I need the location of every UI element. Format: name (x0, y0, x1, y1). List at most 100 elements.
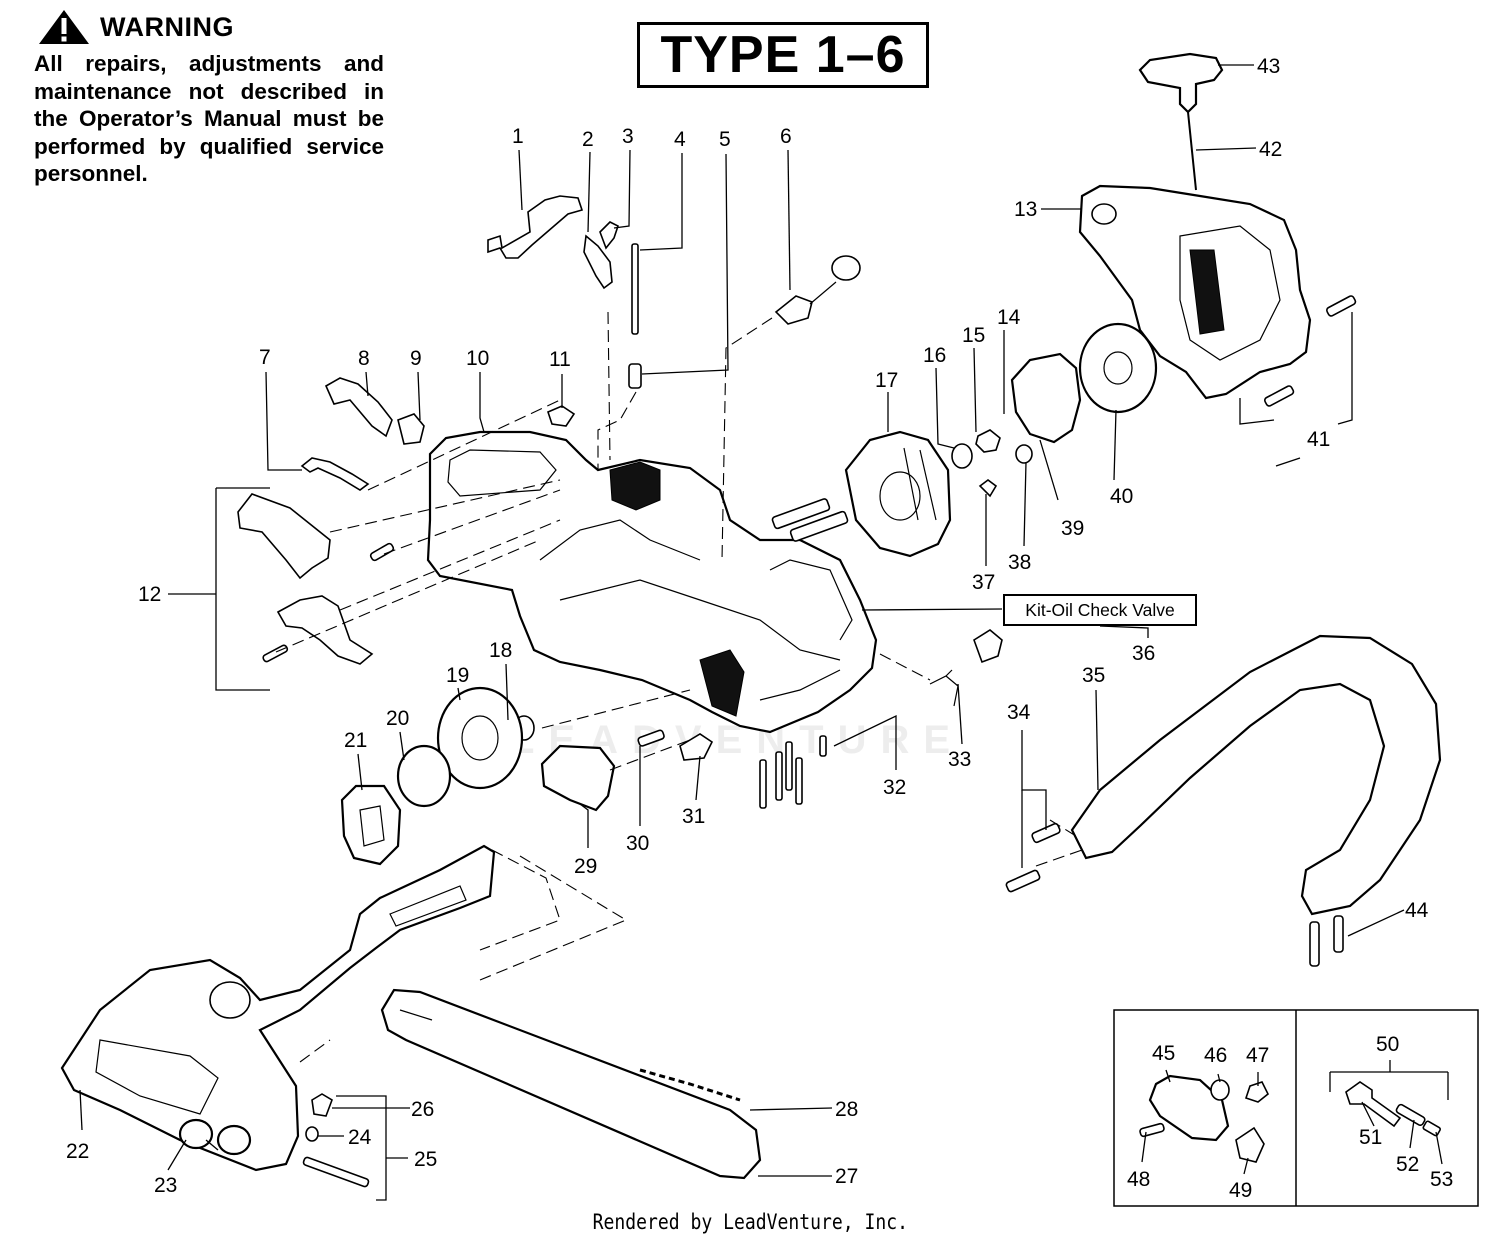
part-bolts-cylinder (771, 498, 849, 542)
callout-48: 48 (1127, 1168, 1150, 1191)
inset-frame (1113, 1009, 1479, 1207)
part-16-washer (951, 443, 973, 469)
part-10-detail-b (559, 579, 841, 661)
part-53-filter (1422, 1120, 1441, 1137)
part-22-clutch-cover (60, 844, 496, 1172)
part-37-spring (978, 479, 998, 498)
callout-2: 2 (582, 128, 594, 151)
part-41-screw-lower (1264, 385, 1295, 407)
warning-triangle-icon (39, 10, 89, 44)
part-26-tensioner (311, 1093, 333, 1117)
callout-14: 14 (997, 306, 1021, 329)
callout-26: 26 (411, 1098, 434, 1121)
part-23-bar-nuts (178, 1118, 252, 1156)
part-36-check-valve (973, 629, 1003, 664)
callout-29: 29 (574, 855, 597, 878)
part-6-fuel-cap (774, 255, 861, 325)
kit-oil-check-valve-label: Kit-Oil Check Valve (1003, 594, 1197, 626)
callout-24: 24 (348, 1126, 372, 1149)
part-12-pin-upper (369, 542, 395, 562)
callout-51: 51 (1359, 1126, 1382, 1149)
part-51-oil-hose-elbow (1345, 1081, 1402, 1128)
part-15-nut (975, 429, 1001, 453)
part-10-oilpump-recess (699, 649, 745, 717)
part-10-detail-d (769, 559, 853, 641)
part-24-spring (305, 1126, 319, 1142)
callout-28: 28 (835, 1098, 858, 1121)
part-52-hose (1395, 1103, 1426, 1127)
part-2-clip (583, 234, 613, 290)
leader-lines (79, 64, 1449, 1201)
part-29-bar-plate (540, 744, 616, 812)
callout-23: 23 (154, 1174, 177, 1197)
callout-44: 44 (1405, 899, 1429, 922)
part-22-pivot (209, 981, 251, 1019)
part-22-slot (389, 885, 467, 927)
part-11-clip (547, 405, 576, 427)
callout-15: 15 (962, 324, 985, 347)
callout-13: 13 (1014, 198, 1037, 221)
part-44-screw-b (1333, 915, 1344, 953)
callout-37: 37 (972, 571, 995, 594)
callout-1: 1 (512, 125, 524, 148)
callout-27: 27 (835, 1165, 858, 1188)
callout-4: 4 (674, 128, 686, 151)
type-label: TYPE 1–6 (637, 22, 929, 88)
warning-header: WARNING (34, 8, 384, 46)
part-48-screw (1139, 1122, 1165, 1138)
callout-7: 7 (259, 346, 271, 369)
warning-block: WARNING All repairs, adjustments and mai… (34, 8, 384, 188)
warning-text: All repairs, adjustments and maintenance… (34, 51, 384, 186)
callout-18: 18 (489, 639, 512, 662)
part-40-starter-pulley (1078, 322, 1158, 414)
callout-32: 32 (883, 776, 906, 799)
part-13-boss (1091, 203, 1117, 225)
part-25-adjust-screw (302, 1156, 370, 1188)
part-10-dark-area (609, 461, 661, 511)
part-1-throttle-rod (487, 195, 584, 259)
callout-5: 5 (719, 128, 731, 151)
part-34-screw-lower (1005, 869, 1041, 893)
callout-9: 9 (410, 347, 422, 370)
callout-34: 34 (1007, 701, 1031, 724)
part-32-screws (759, 735, 827, 809)
part-10-crankcase (426, 430, 878, 734)
part-31-oil-pump-part (679, 733, 714, 761)
part-46-spring (1210, 1079, 1230, 1101)
callout-49: 49 (1229, 1179, 1252, 1202)
callout-45: 45 (1152, 1042, 1175, 1065)
part-28-saw-chain (639, 1068, 741, 1102)
callout-20: 20 (386, 707, 409, 730)
assembly-dashed-lines (275, 311, 1083, 1063)
callout-43: 43 (1257, 55, 1280, 78)
callout-47: 47 (1246, 1044, 1269, 1067)
part-30-screw (637, 729, 665, 747)
callout-6: 6 (780, 125, 792, 148)
part-41-screw-upper (1326, 295, 1357, 317)
callout-31: 31 (682, 805, 705, 828)
callout-10: 10 (466, 347, 489, 370)
part-21-clutch (340, 784, 402, 866)
part-38-washer (1015, 444, 1033, 464)
warning-title: WARNING (100, 11, 234, 42)
part-7-spring (300, 457, 370, 491)
part-10-handle-opening (447, 449, 557, 497)
part-drawings (60, 52, 1442, 1188)
part-10-detail-a (539, 519, 701, 561)
part-9-button (397, 413, 425, 445)
part-47-fitting (1244, 1081, 1270, 1103)
part-34-screw-upper (1031, 822, 1061, 844)
callout-35: 35 (1082, 664, 1105, 687)
part-20-plate (396, 744, 452, 808)
part-4-rod (631, 243, 639, 335)
part-27-guide-bar (380, 988, 762, 1180)
part-12-trigger-lower (276, 595, 374, 665)
callout-33: 33 (948, 748, 971, 771)
callout-52: 52 (1396, 1153, 1419, 1176)
callout-41: 41 (1307, 428, 1330, 451)
callout-labels: 1 2 3 4 5 6 7 8 9 10 11 12 13 14 15 16 1… (66, 55, 1453, 1202)
part-17-flywheel (844, 430, 952, 558)
callout-3: 3 (622, 125, 634, 148)
callout-8: 8 (358, 347, 370, 370)
